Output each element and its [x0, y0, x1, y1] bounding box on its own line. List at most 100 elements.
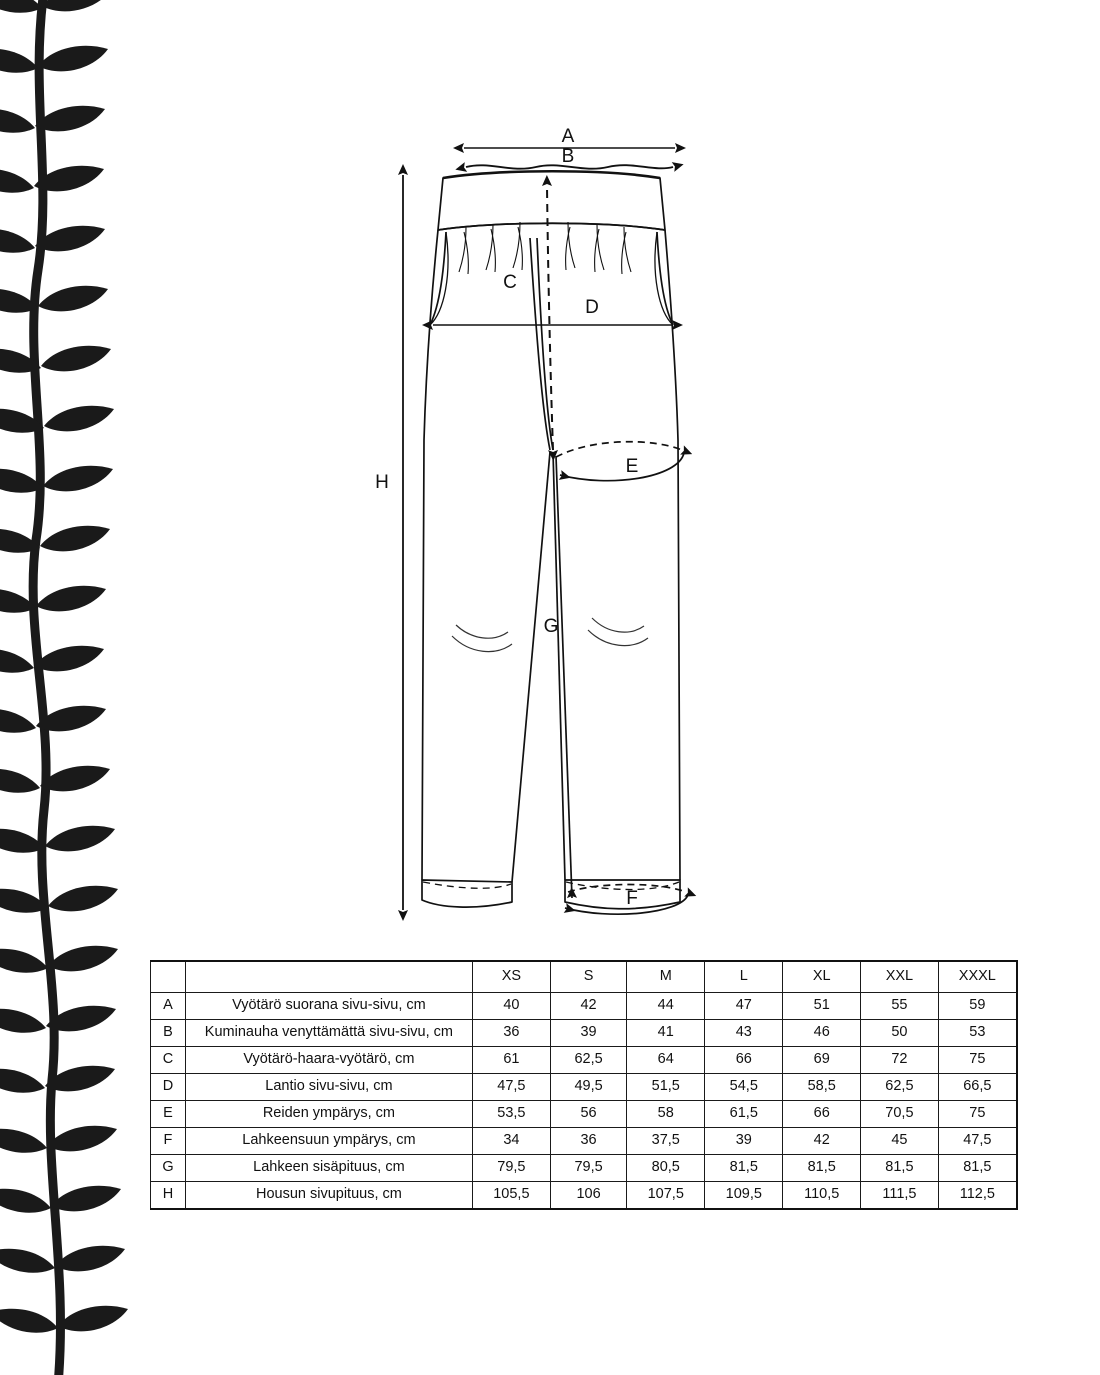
cell-xxxl: 66,5: [937, 1073, 1018, 1101]
cell-xs: 47,5: [471, 1073, 551, 1101]
cell-m: 58: [626, 1100, 706, 1128]
cell-xxl: 70,5: [860, 1100, 939, 1128]
cell-xxl: 62,5: [860, 1073, 939, 1101]
cell-xl: 51: [782, 992, 862, 1020]
cell-s: 56: [549, 1100, 628, 1128]
cell-xs: 79,5: [471, 1154, 551, 1182]
cell-xxxl: 112,5: [937, 1181, 1018, 1210]
cell-xxxl: 75: [937, 1046, 1018, 1074]
table-row: E Reiden ympärys, cm 53,5 56 58 61,5 66 …: [150, 1100, 1018, 1128]
cell-xxl: 45: [860, 1127, 939, 1155]
cell-xxxl: 59: [937, 992, 1018, 1020]
vine-border-decoration: [0, 0, 128, 1375]
cell-m: 44: [626, 992, 706, 1020]
table-row: C Vyötärö-haara-vyötärö, cm 61 62,5 64 6…: [150, 1046, 1018, 1074]
cell-xl: 69: [782, 1046, 862, 1074]
header-size-s: S: [549, 960, 628, 993]
knee-wrinkles: [451, 617, 649, 653]
row-letter: B: [150, 1019, 186, 1047]
gathering-marks: [458, 221, 632, 275]
label-E: E: [626, 456, 639, 477]
cell-xl: 58,5: [782, 1073, 862, 1101]
cell-l: 109,5: [704, 1181, 784, 1210]
trousers-technical-drawing: A B C D E F G H: [375, 126, 697, 921]
cell-l: 54,5: [704, 1073, 784, 1101]
cell-xs: 53,5: [471, 1100, 551, 1128]
label-G: G: [544, 616, 559, 637]
table-row: H Housun sivupituus, cm 105,5 106 107,5 …: [150, 1181, 1018, 1210]
row-description: Housun sivupituus, cm: [184, 1181, 473, 1210]
cell-xs: 61: [471, 1046, 551, 1074]
cell-xl: 66: [782, 1100, 862, 1128]
cell-xxl: 72: [860, 1046, 939, 1074]
size-table-header-row: XS S M L XL XXL XXXL: [150, 960, 1018, 993]
header-size-m: M: [626, 960, 706, 993]
measure-line-F: [563, 883, 697, 916]
cell-l: 39: [704, 1127, 784, 1155]
header-size-xs: XS: [471, 960, 551, 993]
label-F: F: [626, 888, 638, 909]
row-description: Reiden ympärys, cm: [184, 1100, 473, 1128]
row-letter: H: [150, 1181, 186, 1210]
cell-xxxl: 47,5: [937, 1127, 1018, 1155]
measure-line-C: [542, 175, 558, 461]
cell-m: 80,5: [626, 1154, 706, 1182]
cell-xxl: 55: [860, 992, 939, 1020]
label-C: C: [503, 272, 517, 293]
measure-line-B: [455, 162, 684, 172]
table-row: D Lantio sivu-sivu, cm 47,5 49,5 51,5 54…: [150, 1073, 1018, 1101]
label-B: B: [562, 146, 575, 167]
row-description: Kuminauha venyttämättä sivu-sivu, cm: [184, 1019, 473, 1047]
header-size-xxl: XXL: [860, 960, 939, 993]
row-letter: A: [150, 992, 186, 1020]
cell-xxxl: 53: [937, 1019, 1018, 1047]
cell-xs: 36: [471, 1019, 551, 1047]
header-size-xxxl: XXXL: [937, 960, 1018, 993]
row-description: Lantio sivu-sivu, cm: [184, 1073, 473, 1101]
header-size-l: L: [704, 960, 784, 993]
measure-line-G: [555, 455, 577, 899]
header-description-blank: [184, 960, 473, 993]
row-description: Lahkeensuun ympärys, cm: [184, 1127, 473, 1155]
cell-m: 107,5: [626, 1181, 706, 1210]
cell-xxxl: 81,5: [937, 1154, 1018, 1182]
cell-xxl: 81,5: [860, 1154, 939, 1182]
table-row: B Kuminauha venyttämättä sivu-sivu, cm 3…: [150, 1019, 1018, 1047]
cell-xl: 81,5: [782, 1154, 862, 1182]
table-row: G Lahkeen sisäpituus, cm 79,5 79,5 80,5 …: [150, 1154, 1018, 1182]
row-description: Vyötärö suorana sivu-sivu, cm: [184, 992, 473, 1020]
cell-l: 61,5: [704, 1100, 784, 1128]
cell-xxl: 111,5: [860, 1181, 939, 1210]
cell-s: 39: [549, 1019, 628, 1047]
label-D: D: [585, 297, 599, 318]
cell-m: 64: [626, 1046, 706, 1074]
cell-l: 47: [704, 992, 784, 1020]
vine-leaves: [0, 0, 128, 1333]
cell-s: 106: [549, 1181, 628, 1210]
cell-xxl: 50: [860, 1019, 939, 1047]
cell-l: 66: [704, 1046, 784, 1074]
cell-xl: 42: [782, 1127, 862, 1155]
cell-s: 79,5: [549, 1154, 628, 1182]
row-description: Lahkeen sisäpituus, cm: [184, 1154, 473, 1182]
cell-m: 51,5: [626, 1073, 706, 1101]
header-size-xl: XL: [782, 960, 862, 993]
garment-outline: [421, 169, 681, 910]
cell-xxxl: 75: [937, 1100, 1018, 1128]
table-row: A Vyötärö suorana sivu-sivu, cm 40 42 44…: [150, 992, 1018, 1020]
label-A: A: [562, 126, 575, 147]
cell-xs: 40: [471, 992, 551, 1020]
row-description: Vyötärö-haara-vyötärö, cm: [184, 1046, 473, 1074]
measure-line-E: [555, 440, 693, 482]
row-letter: D: [150, 1073, 186, 1101]
cell-xl: 110,5: [782, 1181, 862, 1210]
cell-l: 81,5: [704, 1154, 784, 1182]
cell-s: 42: [549, 992, 628, 1020]
cell-xs: 105,5: [471, 1181, 551, 1210]
header-letter-blank: [150, 960, 186, 993]
label-H: H: [375, 472, 389, 493]
row-letter: G: [150, 1154, 186, 1182]
cell-m: 37,5: [626, 1127, 706, 1155]
row-letter: F: [150, 1127, 186, 1155]
size-measurement-table: XS S M L XL XXL XXXL A Vyötärö suorana s…: [150, 960, 1018, 1210]
